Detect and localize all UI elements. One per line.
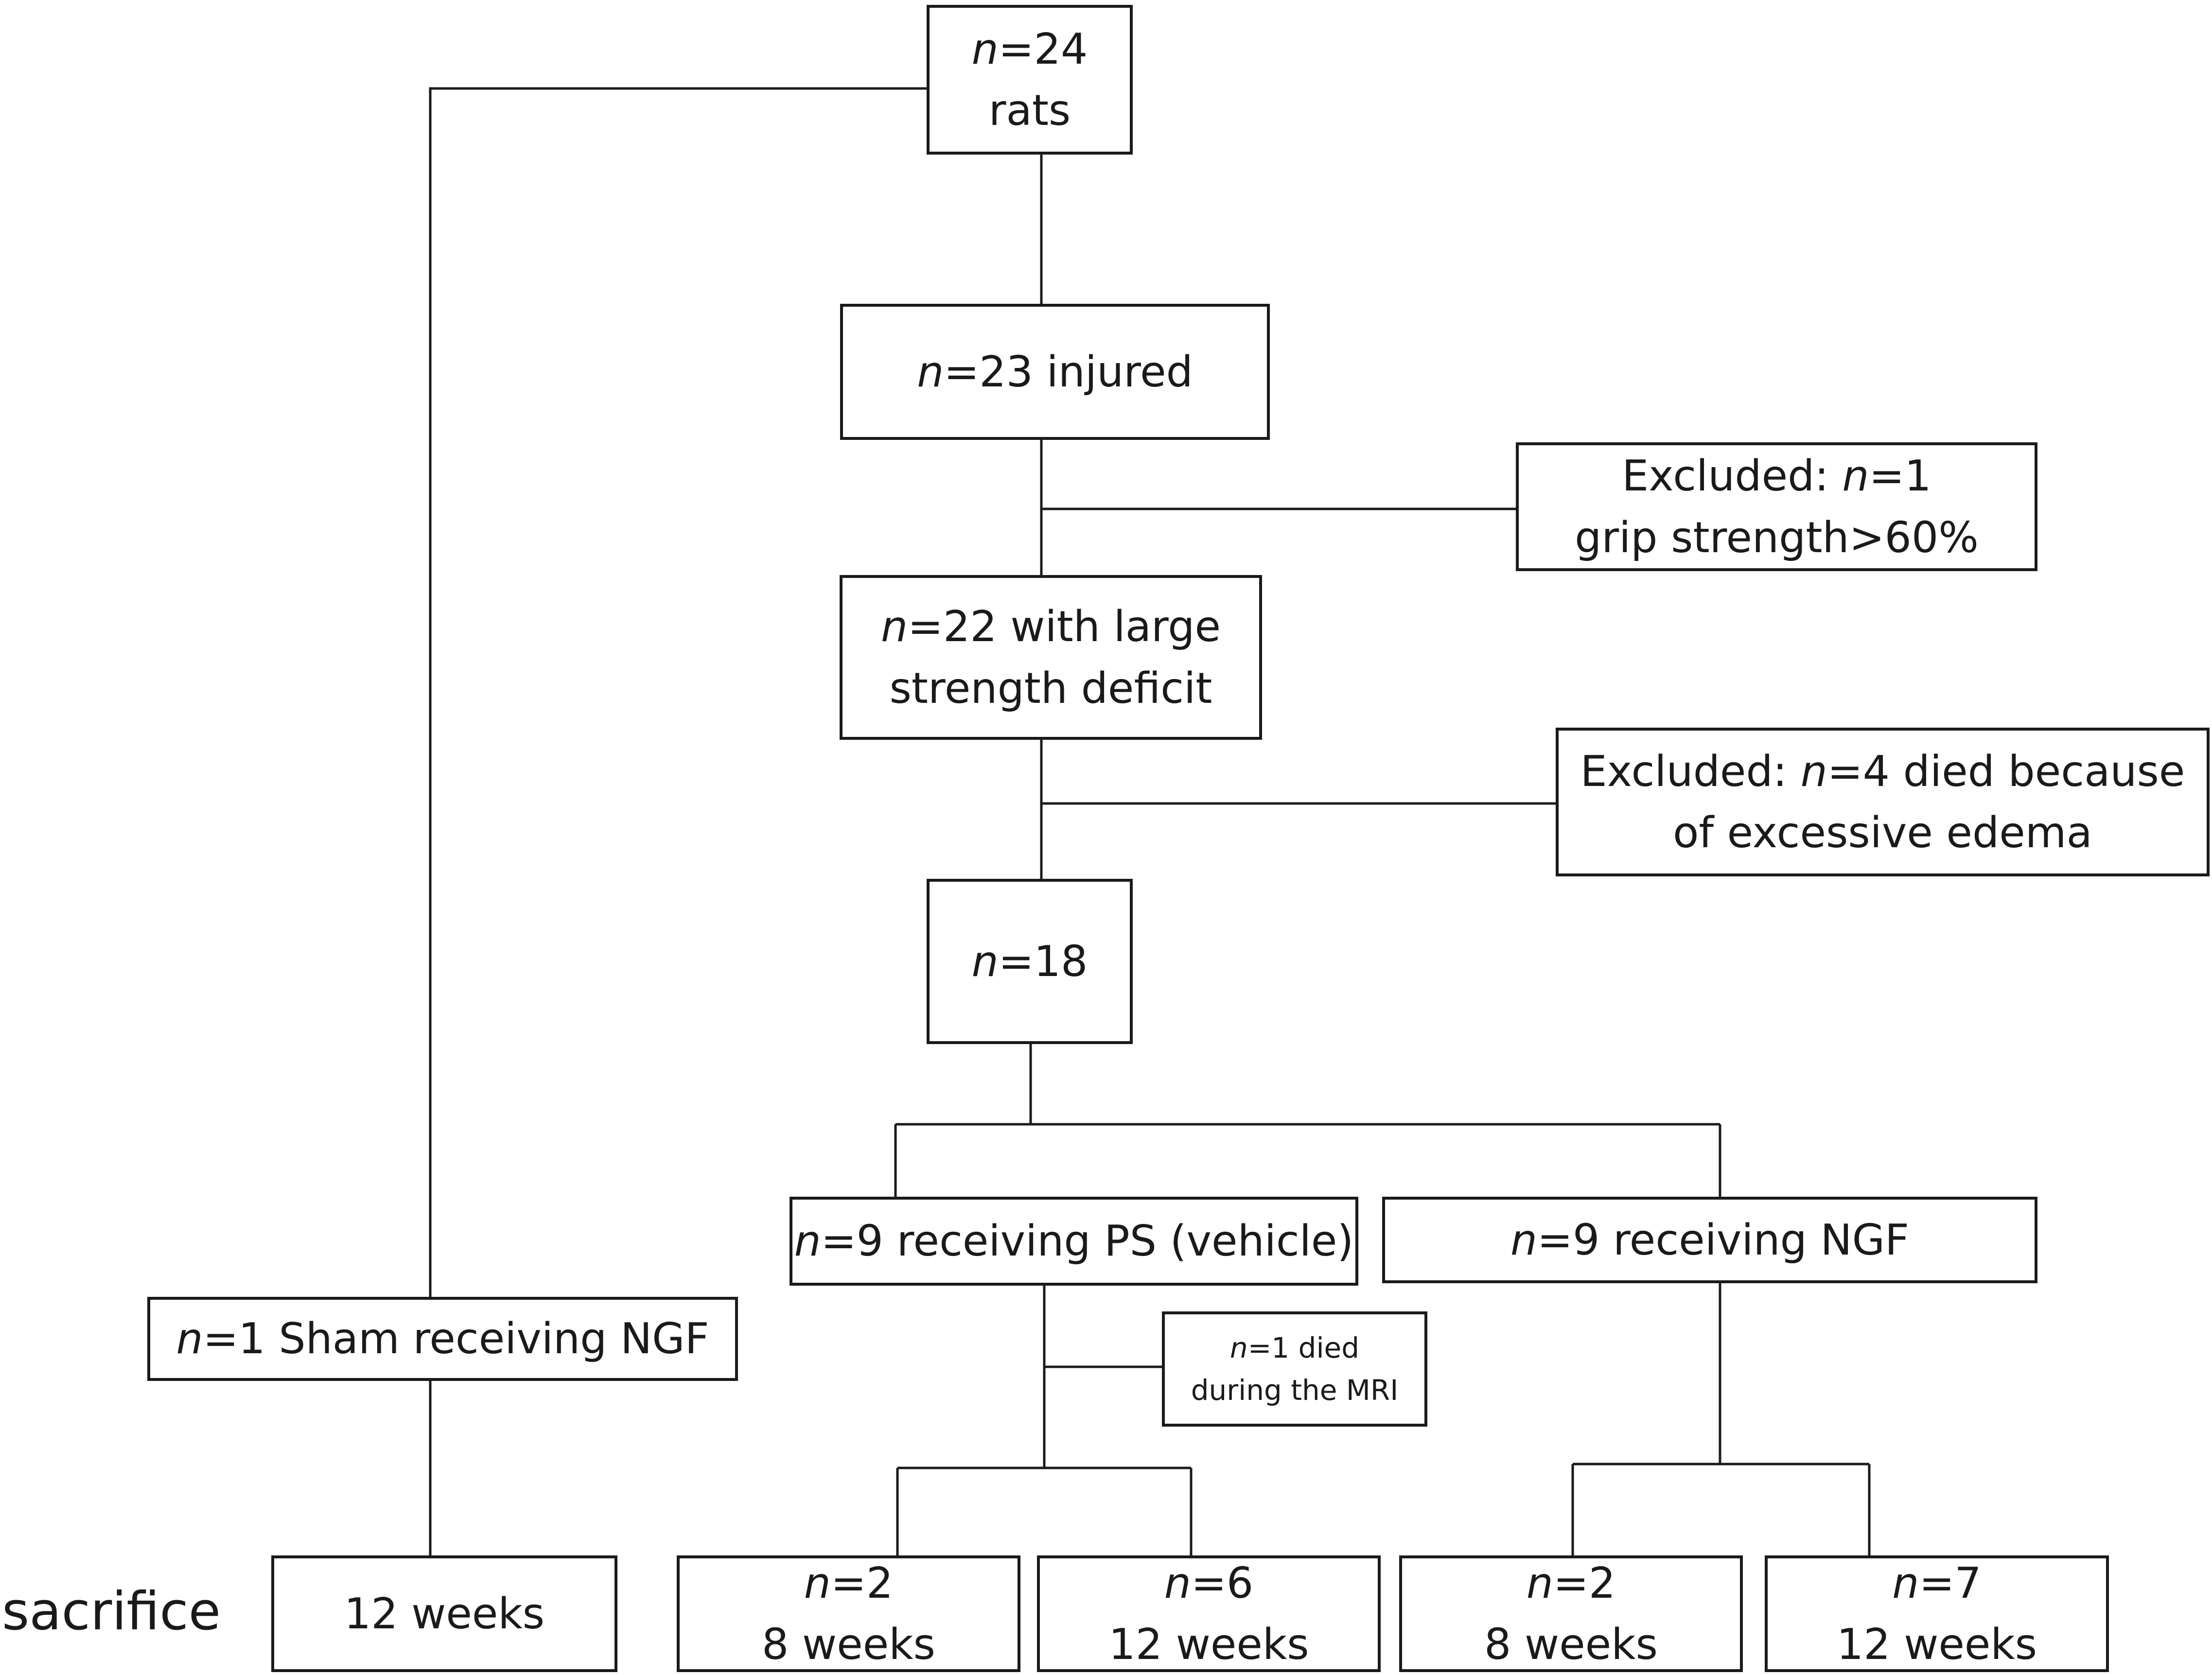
ps-line-1-variable: n: [794, 1216, 821, 1266]
excl1-line-2-text: grip strength>60%: [1575, 512, 1979, 562]
ngf_12-line-1-variable: n: [1892, 1558, 1919, 1608]
excl2-line-1-variable: n: [1800, 746, 1827, 796]
died_mri-line-1: n=1 died: [1230, 1327, 1359, 1369]
box-ngf-12-weeks: n=7 12 weeks: [1765, 1555, 2109, 1672]
box-died-mri: n=1 died during the MRI: [1162, 1311, 1427, 1427]
box-start-rats: n=24 rats: [927, 5, 1133, 155]
ps_8-line-1: n=2: [804, 1553, 893, 1614]
n18-line-1-variable: n: [971, 936, 999, 986]
ps_8-line-2: 8 weeks: [762, 1614, 935, 1675]
excl1-line-1: Excluded: n=1: [1622, 445, 1931, 506]
died_mri-line-1-text: =1 died: [1247, 1331, 1360, 1364]
deficit-line-2-text: strength deficit: [889, 663, 1212, 713]
deficit-line-1-variable: n: [880, 602, 908, 652]
sham-line-1-text: =1 Sham receiving NGF: [203, 1314, 709, 1364]
sham_12-line-1-text: 12 weeks: [344, 1588, 545, 1639]
ps_12-line-1: n=6: [1164, 1553, 1253, 1614]
sacrifice-label: sacrifice: [2, 1581, 221, 1642]
start-line-1-variable: n: [971, 24, 999, 74]
box-ngf-8-weeks: n=2 8 weeks: [1399, 1555, 1743, 1672]
box-ps-vehicle: n=9 receiving PS (vehicle): [790, 1197, 1358, 1286]
ngf_12-line-1: n=7: [1892, 1553, 1981, 1614]
excl1-line-1-variable: n: [1842, 451, 1869, 501]
n18-line-1: n=18: [972, 931, 1088, 992]
box-ps-12-weeks: n=6 12 weeks: [1037, 1555, 1381, 1672]
excl2-line-1-text: =4 died because: [1827, 746, 2185, 796]
ngf-line-1-variable: n: [1510, 1215, 1538, 1265]
excl2-line-1: Excluded: n=4 died because: [1580, 741, 2185, 802]
ngf_8-line-1: n=2: [1527, 1553, 1615, 1614]
box-sham-12-weeks: 12 weeks: [271, 1555, 617, 1672]
start-line-1-text: =24: [998, 24, 1088, 74]
ps-line-1: n=9 receiving PS (vehicle): [794, 1210, 1354, 1272]
excl1-line-2: grip strength>60%: [1575, 507, 1979, 568]
deficit-line-1: n=22 with large: [881, 596, 1221, 657]
ngf_12-line-2: 12 weeks: [1837, 1614, 2037, 1675]
box-ngf: n=9 receiving NGF: [1382, 1197, 2037, 1283]
ngf_8-line-1-variable: n: [1526, 1558, 1553, 1608]
excl2-line-2: of excessive edema: [1673, 802, 2092, 863]
ngf-line-1-text: =9 receiving NGF: [1537, 1215, 1910, 1265]
ps_12-line-1-text: =6: [1191, 1558, 1254, 1608]
injured-line-1: n=23 injured: [917, 341, 1193, 402]
sham-line-1-variable: n: [176, 1314, 203, 1364]
box-excluded-grip: Excluded: n=1 grip strength>60%: [1516, 442, 2037, 571]
ngf_8-line-2: 8 weeks: [1484, 1614, 1658, 1675]
ps_12-line-2: 12 weeks: [1108, 1614, 1309, 1675]
excl1-line-1-prefix: Excluded:: [1622, 451, 1843, 501]
injured-line-1-text: =23 injured: [944, 347, 1193, 397]
box-sham-ngf: n=1 Sham receiving NGF: [147, 1297, 738, 1381]
ngf_8-line-1-text: =2: [1553, 1558, 1616, 1608]
sham-line-1: n=1 Sham receiving NGF: [176, 1308, 709, 1369]
start-line-2: rats: [989, 80, 1071, 141]
ngf_12-line-1-text: =7: [1919, 1558, 1982, 1608]
deficit-line-2: strength deficit: [890, 658, 1212, 719]
ps_8-line-2-text: 8 weeks: [762, 1620, 935, 1669]
ngf-line-1: n=9 receiving NGF: [1510, 1209, 1909, 1271]
box-ps-8-weeks: n=2 8 weeks: [677, 1555, 1020, 1672]
n18-line-1-text: =18: [998, 936, 1088, 986]
ps_8-line-1-variable: n: [804, 1558, 831, 1608]
ps_12-line-1-variable: n: [1164, 1558, 1191, 1608]
connector-start-sham: [429, 87, 927, 1297]
ngf_8-line-2-text: 8 weeks: [1484, 1620, 1658, 1669]
excl2-line-2-text: of excessive edema: [1673, 808, 2092, 857]
sham_12-line-1: 12 weeks: [344, 1583, 544, 1644]
ps_12-line-2-text: 12 weeks: [1108, 1620, 1309, 1669]
deficit-line-1-text: =22 with large: [908, 602, 1221, 652]
box-excluded-edema: Excluded: n=4 died because of excessive e…: [1556, 728, 2210, 876]
died_mri-line-2-text: during the MRI: [1191, 1373, 1399, 1407]
box-injured: n=23 injured: [840, 304, 1270, 440]
ps-line-1-text: =9 receiving PS (vehicle): [821, 1216, 1354, 1266]
ps_8-line-1-text: =2: [830, 1558, 894, 1608]
box-strength-deficit: n=22 with large strength deficit: [840, 575, 1262, 740]
died_mri-line-2: during the MRI: [1191, 1369, 1399, 1412]
excl1-line-1-text: =1: [1869, 451, 1931, 501]
excl2-line-1-prefix: Excluded:: [1580, 746, 1801, 796]
died_mri-line-1-variable: n: [1229, 1331, 1248, 1364]
injured-line-1-variable: n: [917, 347, 944, 397]
box-n18: n=18: [927, 879, 1133, 1044]
start-line-1: n=24: [972, 18, 1088, 80]
start-line-2-text: rats: [988, 86, 1071, 135]
ngf_12-line-2-text: 12 weeks: [1836, 1620, 2037, 1669]
